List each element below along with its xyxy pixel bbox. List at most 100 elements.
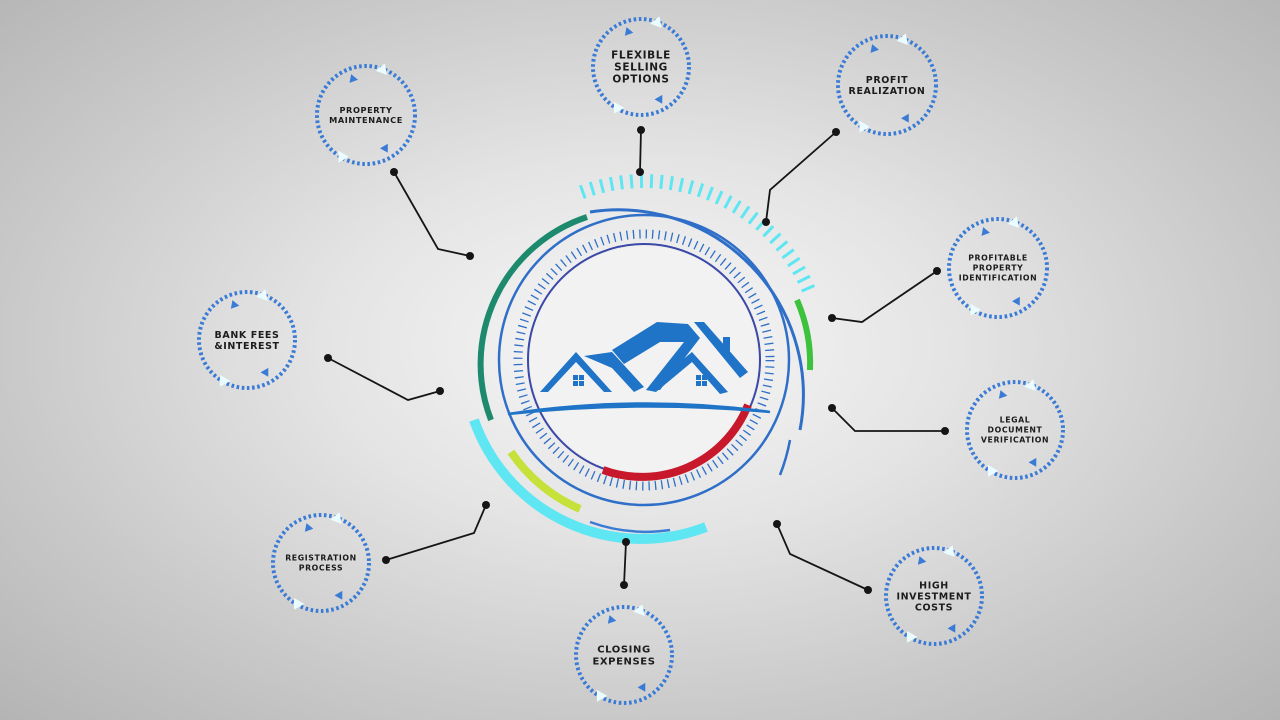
cyan-tick [781,248,795,260]
node-label-line: PROPERTY [339,105,393,115]
node-background [884,546,984,646]
cyan-tick [588,181,596,196]
cyan-tick [792,265,806,276]
ring-outer [497,213,791,507]
node-bank-fees-interest: BANK FEES&INTEREST [197,289,297,390]
node-label-line: FLEXIBLE [611,50,671,62]
node-label-line: OPTIONS [612,74,669,86]
node-background [271,513,371,613]
connector-closing-expenses [623,541,627,586]
cyan-tick [723,195,733,209]
node-label: BANK FEES&INTEREST [214,330,279,352]
connector-legal-document-verification [831,407,945,432]
triangle-marker-icon [943,545,955,557]
node-label-line: INVESTMENT [896,591,971,602]
connector-dot-high-investment-costs-start [864,586,872,594]
node-label-line: COSTS [915,602,953,613]
blue-lower-arc [589,520,671,533]
cyan-tick [659,174,664,189]
outer-blue-arc-lower [778,439,792,476]
triangle-marker-icon [637,682,646,692]
connector-flexible-selling-options [639,129,642,173]
triangle-marker-icon [947,623,956,633]
triangle-marker-icon [334,590,343,600]
triangle-marker-icon [230,300,240,309]
cyan-tick-arc [578,173,816,293]
cyan-arc [469,418,708,544]
node-label-line: LEGAL [1000,416,1031,425]
connector-dot-profitable-property-identification-end [828,314,836,322]
node-background [836,34,938,136]
dashed-ring [271,513,371,613]
connector-dot-property-maintenance-end [466,252,474,260]
house-roofs-icon [507,322,771,416]
cyan-tick [608,176,615,192]
connector-high-investment-costs [776,523,869,591]
dashed-ring [574,605,674,705]
cyan-tick [801,284,816,293]
node-label-line: DOCUMENT [988,426,1043,435]
cyan-tick [739,205,751,219]
yellow-arc [507,449,582,513]
connector-dot-closing-expenses-end [622,538,630,546]
cyan-tick [619,175,624,190]
node-label-line: EXPENSES [592,657,655,668]
dashed-ring [315,64,417,166]
triangle-marker-icon [256,289,268,301]
node-label-line: PROPERTY [973,264,1024,273]
cyan-tick [578,184,587,199]
node-label-line: CLOSING [597,645,651,656]
triangle-marker-icon [349,74,358,83]
node-label-line: MAINTENANCE [329,115,403,125]
connector-bank-fees-interest [327,357,441,401]
cyan-tick [629,174,634,189]
triangle-marker-icon [650,16,662,28]
triangle-marker-icon [896,33,908,45]
node-label-line: BANK FEES [215,330,280,341]
window-right [696,375,707,386]
connector-dot-flexible-selling-options-start [637,126,645,134]
cyan-tick [696,183,705,198]
triangle-marker-icon [981,227,990,236]
connector-dot-legal-document-verification-end [828,404,836,412]
triangle-marker-icon [304,523,314,532]
connector-dot-high-investment-costs-end [773,520,781,528]
triangle-marker-icon [859,120,870,133]
cyan-tick [747,211,759,225]
ground-swoosh [507,402,771,416]
cyan-tick [598,178,606,194]
node-label-line: SELLING [614,62,668,74]
connector-dot-bank-fees-interest-end [436,387,444,395]
cyan-tick [678,177,685,193]
connector-dot-flexible-selling-options-end [636,168,644,176]
tick-ring [513,229,775,491]
node-label-line: PROFITABLE [968,254,1028,263]
cyan-tick [796,274,811,284]
node-background [315,64,417,166]
triangle-marker-icon [624,27,634,36]
connector-profitable-property-identification [831,270,938,323]
node-label-line: REALIZATION [849,86,926,97]
connector-profit-realization [765,131,837,223]
triangle-marker-icon [654,94,663,104]
triangle-marker-icon [633,604,645,616]
node-background [574,605,674,705]
green-arc [794,298,814,371]
triangle-marker-icon [613,101,625,114]
triangle-marker-icon [375,63,387,75]
node-background [197,290,297,390]
teal-arc [477,214,588,422]
node-label-line: HIGH [919,580,949,591]
